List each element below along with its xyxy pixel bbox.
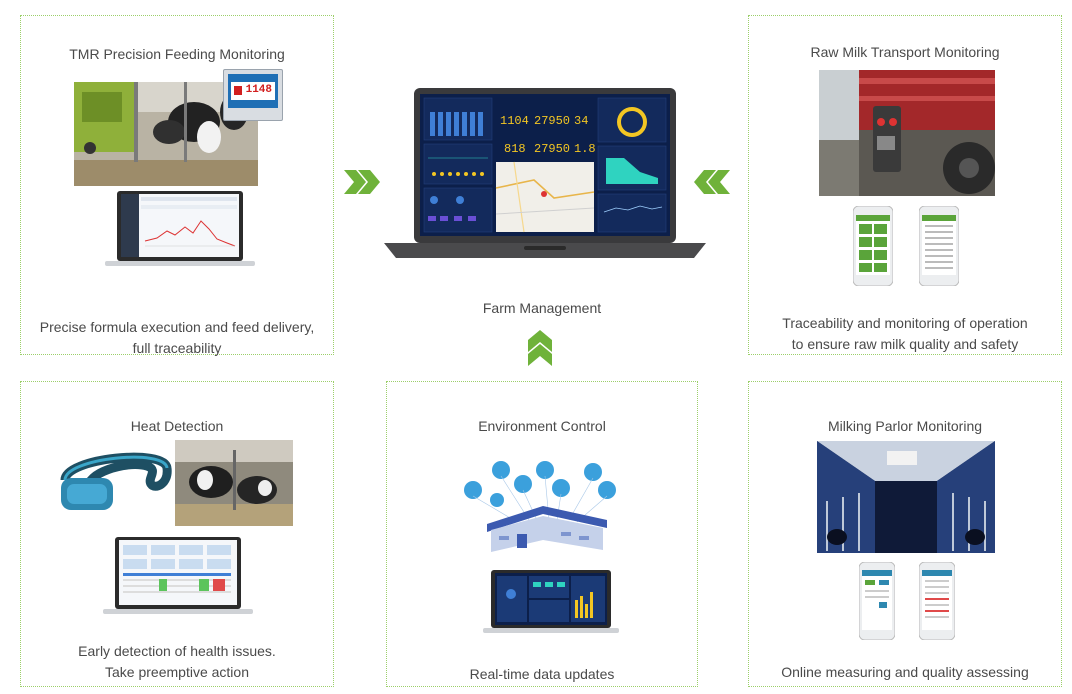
phone-app-list: [919, 206, 959, 286]
feeding-controller-display: 1148: [223, 69, 283, 121]
farm-management-label: Farm Management: [482, 300, 602, 316]
stat-value: 818: [504, 142, 526, 156]
panel-title: Environment Control: [478, 418, 606, 434]
panel-caption: Traceability and monitoring of operation…: [782, 315, 1028, 352]
laptop-table-screen: [103, 537, 253, 614]
environment-sensor-diagram: [464, 461, 616, 552]
stat-value: 34: [574, 114, 589, 128]
panel-title: Milking Parlor Monitoring: [827, 418, 983, 434]
stat-value: 1.8: [574, 142, 596, 156]
phone-milking-list: [919, 562, 955, 640]
panel-title: Heat Detection: [130, 418, 224, 434]
stat-value: 27950: [534, 114, 571, 128]
panel-caption: Online measuring and quality assessing: [781, 664, 1029, 680]
panel-tmr-feeding: TMR Precision Feeding Monitoring 1148: [20, 15, 334, 356]
milking-parlor-photo: [817, 441, 995, 553]
stat-value: 27950: [534, 142, 571, 156]
panel-title: TMR Precision Feeding Monitoring: [69, 46, 285, 62]
chevron-left-icon: [694, 170, 730, 194]
panel-milking-parlor: Milking Parlor Monitoring Online measuri…: [748, 381, 1062, 687]
chevron-up-icon: [528, 330, 552, 366]
panel-caption: Early detection of health issues. Take p…: [78, 643, 276, 680]
phone-milking-app: [859, 562, 895, 640]
laptop-line-chart-screen: [105, 191, 255, 266]
dashboard-stats: 1104 27950 34 818 27950 1.8: [496, 100, 596, 166]
panel-heat-detection: Heat Detection Early detection of health…: [20, 381, 334, 687]
panel-raw-milk-transport: Raw Milk Transport Monitoring Traceabil: [748, 15, 1062, 355]
stat-value: 1104: [500, 114, 529, 128]
laptop-dashboard-screen: [483, 570, 619, 633]
chevron-right-icon: [344, 170, 380, 194]
phone-app-menu: [853, 206, 893, 286]
panel-environment-control: Environment Control: [386, 381, 698, 687]
heat-collar-device: [60, 452, 172, 510]
farm-management-laptop: [384, 88, 706, 258]
milk-truck-photo: [819, 70, 995, 196]
cows-barn-photo: [175, 440, 293, 526]
panel-caption: Real-time data updates: [469, 666, 615, 682]
panel-caption: Precise formula execution and feed deliv…: [39, 319, 315, 356]
display-value: 1148: [245, 84, 272, 96]
panel-title: Raw Milk Transport Monitoring: [810, 44, 1000, 60]
